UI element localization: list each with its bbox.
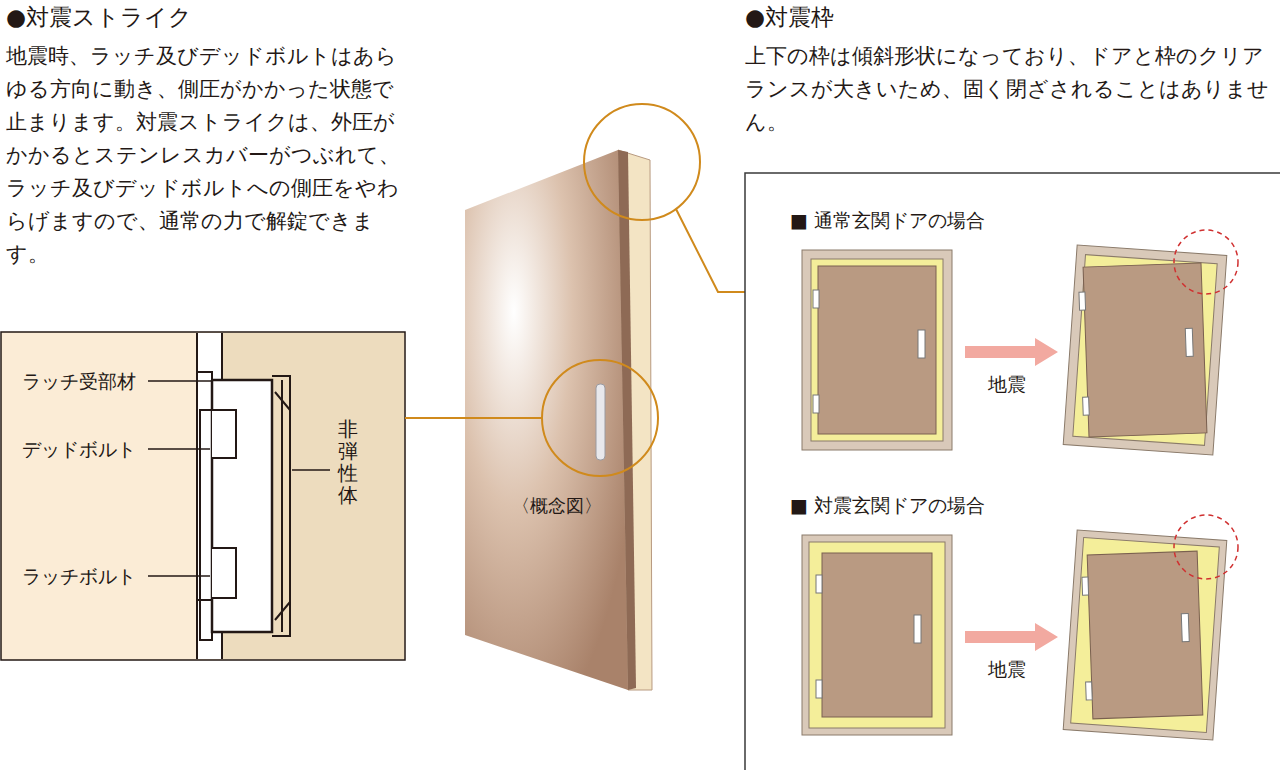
strike-diagram: [1, 332, 405, 660]
figure-note: 〈概念図〉: [512, 494, 602, 518]
door-illustration: [465, 150, 652, 690]
arrow-label: 地震: [988, 372, 1026, 398]
case-heading: ■ 対震玄関ドアの場合: [790, 493, 985, 519]
part-label: ラッチ受部材: [22, 369, 136, 394]
description-text: 上下の枠は傾斜形状になっており、ドアと枠のクリアランスが大きいため、固く閉ざされ…: [745, 40, 1270, 139]
door-frame-seismic: [802, 515, 1238, 740]
callout-leaders: [405, 104, 745, 476]
part-label: デッドボルト: [22, 437, 136, 462]
description-text: 地震時、ラッチ及びデッドボルトはあらゆる方向に動き、側圧がかかった状態で止まりま…: [6, 40, 411, 271]
frame-panel: [745, 173, 1280, 770]
door-frame-normal: [802, 230, 1238, 455]
section-heading: ●対震枠: [745, 2, 1265, 33]
section-heading: ●対震ストライク: [6, 2, 406, 33]
arrow-label: 地震: [988, 657, 1026, 683]
case-heading: ■ 通常玄関ドアの場合: [790, 208, 985, 234]
part-label: ラッチボルト: [22, 564, 136, 589]
part-label: 非弾性体: [338, 418, 358, 506]
